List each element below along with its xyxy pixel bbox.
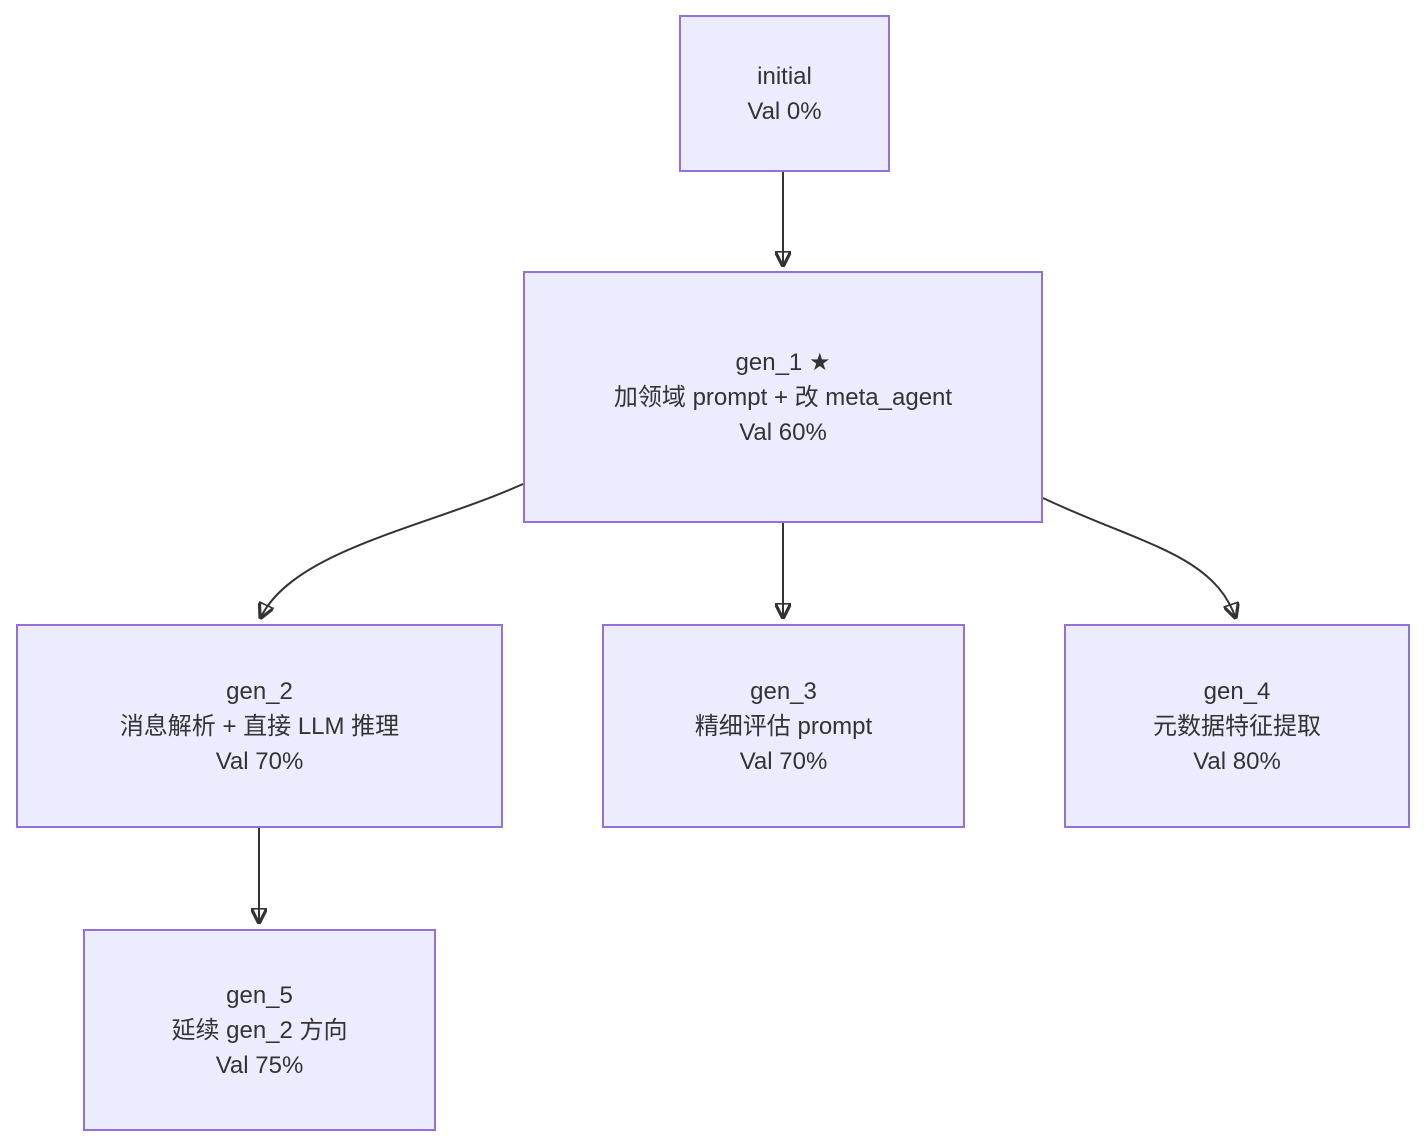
- node-gen-2-description: 消息解析 + 直接 LLM 推理: [119, 712, 400, 740]
- node-gen-4-value: Val 80%: [1193, 747, 1281, 775]
- node-gen-5-label: gen_5: [226, 981, 293, 1009]
- node-gen-5-value: Val 75%: [215, 1051, 304, 1079]
- node-gen-4-description: 元数据特征提取: [1153, 712, 1321, 740]
- node-gen-5: gen_5 延续 gen_2 方向 Val 75%: [83, 929, 436, 1131]
- node-gen-2-label: gen_2: [226, 677, 293, 705]
- node-initial: initial Val 0%: [679, 15, 890, 172]
- node-gen-1-value: Val 60%: [739, 418, 827, 446]
- edge-gen_1-gen_2: [260, 483, 524, 619]
- node-gen-4: gen_4 元数据特征提取 Val 80%: [1064, 624, 1410, 828]
- node-gen-1: gen_1 ★ 加领域 prompt + 改 meta_agent Val 60…: [523, 271, 1043, 523]
- node-gen-4-label: gen_4: [1203, 677, 1271, 705]
- node-initial-value: Val 0%: [747, 97, 822, 125]
- node-gen-1-description: 加领域 prompt + 改 meta_agent: [613, 383, 953, 411]
- node-gen-2-value: Val 70%: [215, 747, 304, 775]
- node-gen-3-description: 精细评估 prompt: [694, 712, 873, 740]
- node-gen-5-description: 延续 gen_2 方向: [171, 1016, 348, 1044]
- edge-gen_1-gen_4: [1042, 497, 1236, 619]
- node-initial-label: initial: [757, 62, 812, 90]
- node-gen-2: gen_2 消息解析 + 直接 LLM 推理 Val 70%: [16, 624, 503, 828]
- node-gen-3-label: gen_3: [750, 677, 817, 705]
- node-gen-1-label: gen_1 ★: [735, 348, 831, 376]
- node-gen-3: gen_3 精细评估 prompt Val 70%: [602, 624, 965, 828]
- node-gen-3-value: Val 70%: [739, 747, 828, 775]
